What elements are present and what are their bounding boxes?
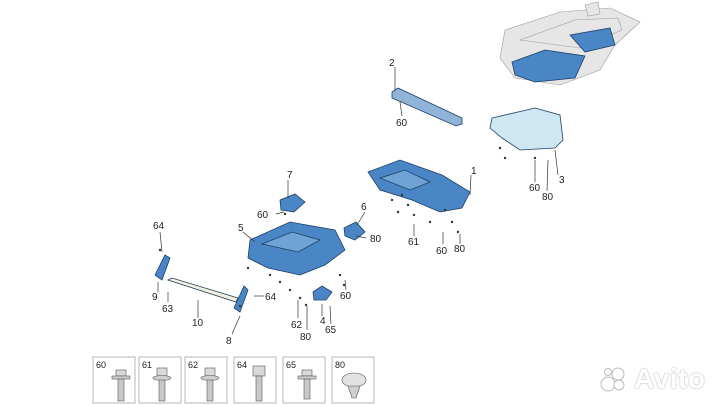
callout-60: 60 (257, 210, 269, 221)
callout-63: 63 (162, 304, 174, 315)
callout-64: 64 (153, 221, 165, 232)
part-5-front-panel (242, 221, 346, 276)
part-4-plate (312, 285, 333, 316)
leader-lines (167, 159, 549, 330)
callout-80: 80 (542, 192, 554, 203)
svg-text:80: 80 (335, 360, 345, 370)
fastener-dots (158, 146, 537, 308)
part-8-bracket (231, 285, 249, 335)
watermark: Avito (598, 362, 708, 396)
watermark-text: Avito (634, 363, 706, 394)
svg-text:62: 62 (188, 360, 198, 370)
hex-bolt-icon (252, 365, 266, 402)
part-9-bracket (154, 231, 171, 292)
fastener-box-64: 64 (233, 356, 277, 404)
fastener-box-62: 62 (184, 356, 228, 404)
part-3-skid-plate (489, 107, 564, 176)
callout-62: 62 (291, 320, 303, 331)
fastener-box-61: 61 (138, 356, 182, 404)
flange-bolt-icon (111, 369, 131, 402)
part-6-bracket (343, 211, 366, 241)
fastener-box-80: 80 (331, 356, 375, 404)
svg-text:64: 64 (237, 360, 247, 370)
callout-80: 80 (370, 234, 382, 245)
callout-80: 80 (300, 332, 312, 343)
part-10-strip (166, 277, 239, 318)
callout-3: 3 (559, 175, 565, 186)
flange-bolt-icon (297, 369, 317, 400)
svg-text:61: 61 (142, 360, 152, 370)
callout-7: 7 (287, 170, 293, 181)
callout-60: 60 (340, 291, 352, 302)
callout-61: 61 (408, 237, 420, 248)
fastener-box-60: 60 (92, 356, 136, 404)
part-1-underbody-panel (367, 159, 472, 213)
vehicle-overview (499, 1, 641, 86)
callout-8: 8 (226, 336, 232, 347)
callout-9: 9 (152, 292, 158, 303)
push-clip-icon (341, 372, 367, 399)
fastener-legend: 60 61 62 (92, 356, 375, 404)
callout-64: 64 (265, 292, 277, 303)
callout-65: 65 (325, 325, 337, 336)
callout-5: 5 (238, 223, 244, 234)
bolt-washer-icon (200, 367, 220, 402)
callout-80: 80 (454, 244, 466, 255)
callout-6: 6 (361, 202, 367, 213)
callout-60: 60 (396, 118, 408, 129)
callout-60: 60 (436, 246, 448, 257)
svg-text:60: 60 (96, 360, 106, 370)
part-2-crossbar (391, 67, 463, 127)
callout-labels: 2 60 3 60 80 1 61 60 80 7 60 6 80 5 60 6… (152, 58, 565, 347)
bolt-washer-icon (152, 367, 172, 402)
avito-logo-icon (600, 367, 625, 392)
callout-10: 10 (192, 318, 204, 329)
fastener-box-65: 65 (282, 356, 326, 404)
svg-text:65: 65 (286, 360, 296, 370)
callout-1: 1 (471, 166, 477, 177)
callout-60: 60 (529, 183, 541, 194)
callout-4: 4 (320, 316, 326, 327)
callout-2: 2 (389, 58, 395, 69)
part-7-bracket (279, 180, 306, 213)
